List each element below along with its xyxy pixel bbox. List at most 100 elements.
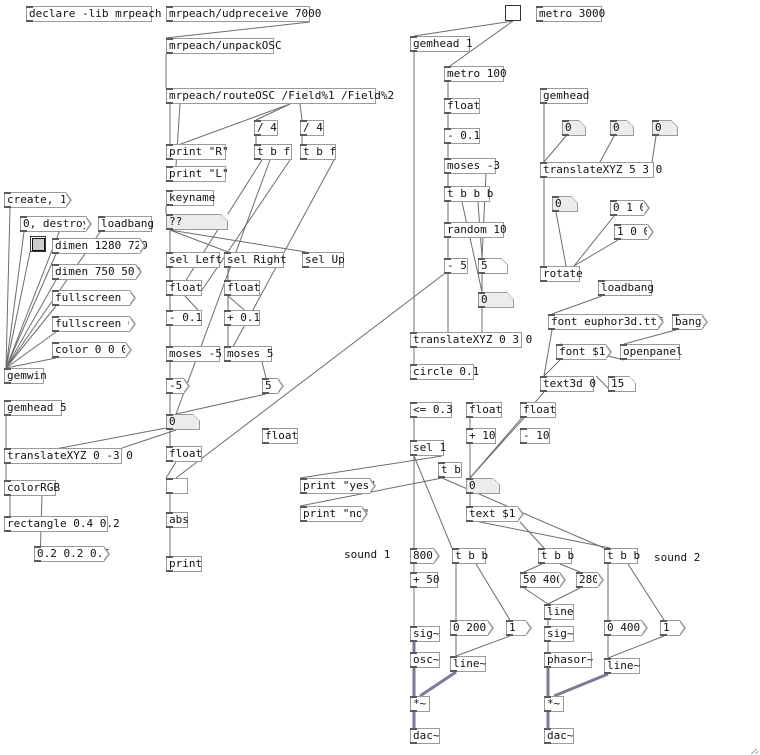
obj-minus-01-b[interactable]: - 0.1 — [444, 128, 480, 144]
msg-1-a[interactable]: 1 — [506, 620, 532, 636]
obj-float-left[interactable]: float — [166, 280, 202, 296]
gemwin-toggle[interactable] — [30, 236, 46, 252]
msg-dimen-750[interactable]: dimen 750 500 — [52, 264, 142, 280]
obj-sig-1[interactable]: sig~ — [410, 626, 440, 642]
obj-print[interactable]: print — [166, 556, 202, 572]
number-15[interactable]: 15 — [608, 376, 636, 392]
number-abs-in[interactable] — [166, 478, 188, 494]
number-random[interactable]: 5 — [478, 258, 508, 274]
obj-float-e[interactable]: float — [444, 98, 480, 114]
obj-float-f[interactable]: float — [466, 402, 502, 418]
obj-metro-3000[interactable]: metro 3000 — [536, 6, 605, 22]
msg-fullscreen-0[interactable]: fullscreen 0 — [52, 316, 136, 332]
obj-unpackosc[interactable]: mrpeach/unpackOSC — [166, 38, 282, 54]
msg-create[interactable]: create, 1 — [4, 192, 72, 208]
obj-plus-50[interactable]: + 50 — [410, 572, 440, 588]
obj-tbb-2[interactable]: t b b — [538, 548, 574, 564]
obj-gemhead-1[interactable]: gemhead 1 — [410, 36, 473, 52]
obj-tbbb[interactable]: t b b b — [444, 186, 493, 202]
obj-colorrgb[interactable]: colorRGB — [4, 480, 60, 496]
number-z3[interactable]: 0 — [652, 120, 678, 136]
obj-float-right[interactable]: float — [224, 280, 260, 296]
obj-loadbang-1[interactable]: loadbang — [98, 216, 154, 232]
obj-print-r[interactable]: print "R" — [166, 144, 229, 160]
msg-font-dollar[interactable]: font $1 — [556, 344, 612, 360]
obj-phasor[interactable]: phasor~ — [544, 652, 593, 668]
metro-toggle[interactable] — [505, 5, 521, 21]
msg-100[interactable]: 1 0 0 — [614, 224, 654, 240]
obj-circle[interactable]: circle 0.1 — [410, 364, 479, 380]
obj-moses-m5[interactable]: moses -5 — [166, 346, 222, 362]
obj-div4-2[interactable]: / 4 — [300, 120, 324, 136]
obj-float-d[interactable]: float — [166, 446, 202, 462]
obj-float-g[interactable]: float — [520, 402, 556, 418]
obj-osc[interactable]: osc~ — [410, 652, 440, 668]
obj-minus-10[interactable]: - 10 — [520, 428, 550, 444]
msg-color[interactable]: color 0 0 0 — [52, 342, 132, 358]
msg-800[interactable]: 800 — [410, 548, 440, 564]
obj-keyname[interactable]: keyname — [166, 190, 215, 206]
obj-minus-01[interactable]: - 0.1 — [166, 310, 202, 326]
number-x3[interactable]: 0 — [562, 120, 586, 136]
obj-div4-1[interactable]: / 4 — [254, 120, 278, 136]
msg-fullscreen-1[interactable]: fullscreen 1 — [52, 290, 136, 306]
msg-5[interactable]: 5 — [262, 378, 284, 394]
obj-random-10[interactable]: random 10 — [444, 222, 507, 238]
obj-openpanel[interactable]: openpanel — [620, 344, 683, 360]
msg-bang[interactable]: bang — [672, 314, 708, 330]
obj-loadbang-2[interactable]: loadbang — [598, 280, 654, 296]
obj-plus-01[interactable]: + 0.1 — [224, 310, 260, 326]
obj-sel-left[interactable]: sel Left — [166, 252, 222, 268]
obj-line[interactable]: line — [544, 604, 574, 620]
msg-010[interactable]: 0 1 0 — [610, 200, 650, 216]
obj-line-sig-2[interactable]: line~ — [604, 658, 640, 674]
obj-text3d[interactable]: text3d 0 — [540, 376, 596, 392]
obj-sel-1[interactable]: sel 1 — [410, 440, 446, 456]
obj-tb[interactable]: t b — [438, 462, 462, 478]
obj-moses-m3[interactable]: moses -3 — [444, 158, 500, 174]
msg-0-200[interactable]: 0 200 — [450, 620, 494, 636]
obj-le-03[interactable]: <= 0.3 — [410, 402, 453, 418]
obj-tbb-1[interactable]: t b b — [452, 548, 488, 564]
obj-routeosc[interactable]: mrpeach/routeOSC /Field%1 /Field%2 — [166, 88, 394, 104]
msg-font-file[interactable]: font euphor3d.ttf — [548, 314, 664, 330]
obj-tbf-2[interactable]: t b f — [300, 144, 336, 160]
obj-rectangle[interactable]: rectangle 0.4 0.2 — [4, 516, 120, 532]
number-y3[interactable]: 0 — [610, 120, 634, 136]
obj-tbf-1[interactable]: t b f — [254, 144, 292, 160]
msg-print-no[interactable]: print "no" — [300, 506, 369, 522]
obj-line-sig-1[interactable]: line~ — [450, 656, 486, 672]
obj-minus-5[interactable]: - 5 — [444, 258, 468, 274]
obj-moses-5[interactable]: moses 5 — [224, 346, 273, 362]
obj-sel-right[interactable]: sel Right — [224, 252, 287, 268]
number-angle[interactable]: 0 — [552, 196, 578, 212]
msg-destroy[interactable]: 0, destroy — [20, 216, 92, 232]
msg-minus5[interactable]: -5 — [166, 378, 190, 394]
obj-translate-0-3[interactable]: translateXYZ 0 -3 0 — [4, 448, 133, 464]
obj-gemwin[interactable]: gemwin — [4, 368, 47, 384]
msg-280[interactable]: 280 — [576, 572, 604, 588]
obj-sel-up[interactable]: sel Up — [302, 252, 345, 268]
obj-mul-2[interactable]: *~ — [544, 696, 564, 712]
msg-1-b[interactable]: 1 — [660, 620, 686, 636]
obj-translate-0-3-0[interactable]: translateXYZ 0 3 0 — [410, 332, 532, 348]
obj-plus-10[interactable]: + 10 — [466, 428, 496, 444]
obj-gemhead-5[interactable]: gemhead 5 — [4, 400, 67, 416]
obj-metro-100[interactable]: metro 100 — [444, 66, 507, 82]
obj-tbb-3[interactable]: t b b — [604, 548, 640, 564]
obj-print-l[interactable]: print "L" — [166, 166, 229, 182]
obj-gemhead[interactable]: gemhead — [540, 88, 589, 104]
obj-mul-1[interactable]: *~ — [410, 696, 430, 712]
symbol-atom[interactable]: ?? — [166, 214, 228, 230]
resize-grip-icon[interactable] — [748, 742, 760, 755]
msg-print-yes[interactable]: print "yes" — [300, 478, 376, 494]
obj-dac-2[interactable]: dac~ — [544, 728, 574, 744]
obj-abs[interactable]: abs — [166, 512, 189, 528]
obj-translate-5-3-0[interactable]: translateXYZ 5 3 0 — [540, 162, 662, 178]
msg-0-400[interactable]: 0 400 — [604, 620, 648, 636]
msg-color-rgb[interactable]: 0.2 0.2 0.5 — [34, 546, 110, 562]
number-y[interactable]: 0 — [478, 292, 514, 308]
obj-dac-1[interactable]: dac~ — [410, 728, 440, 744]
obj-declare[interactable]: declare -lib mrpeach — [26, 6, 161, 22]
